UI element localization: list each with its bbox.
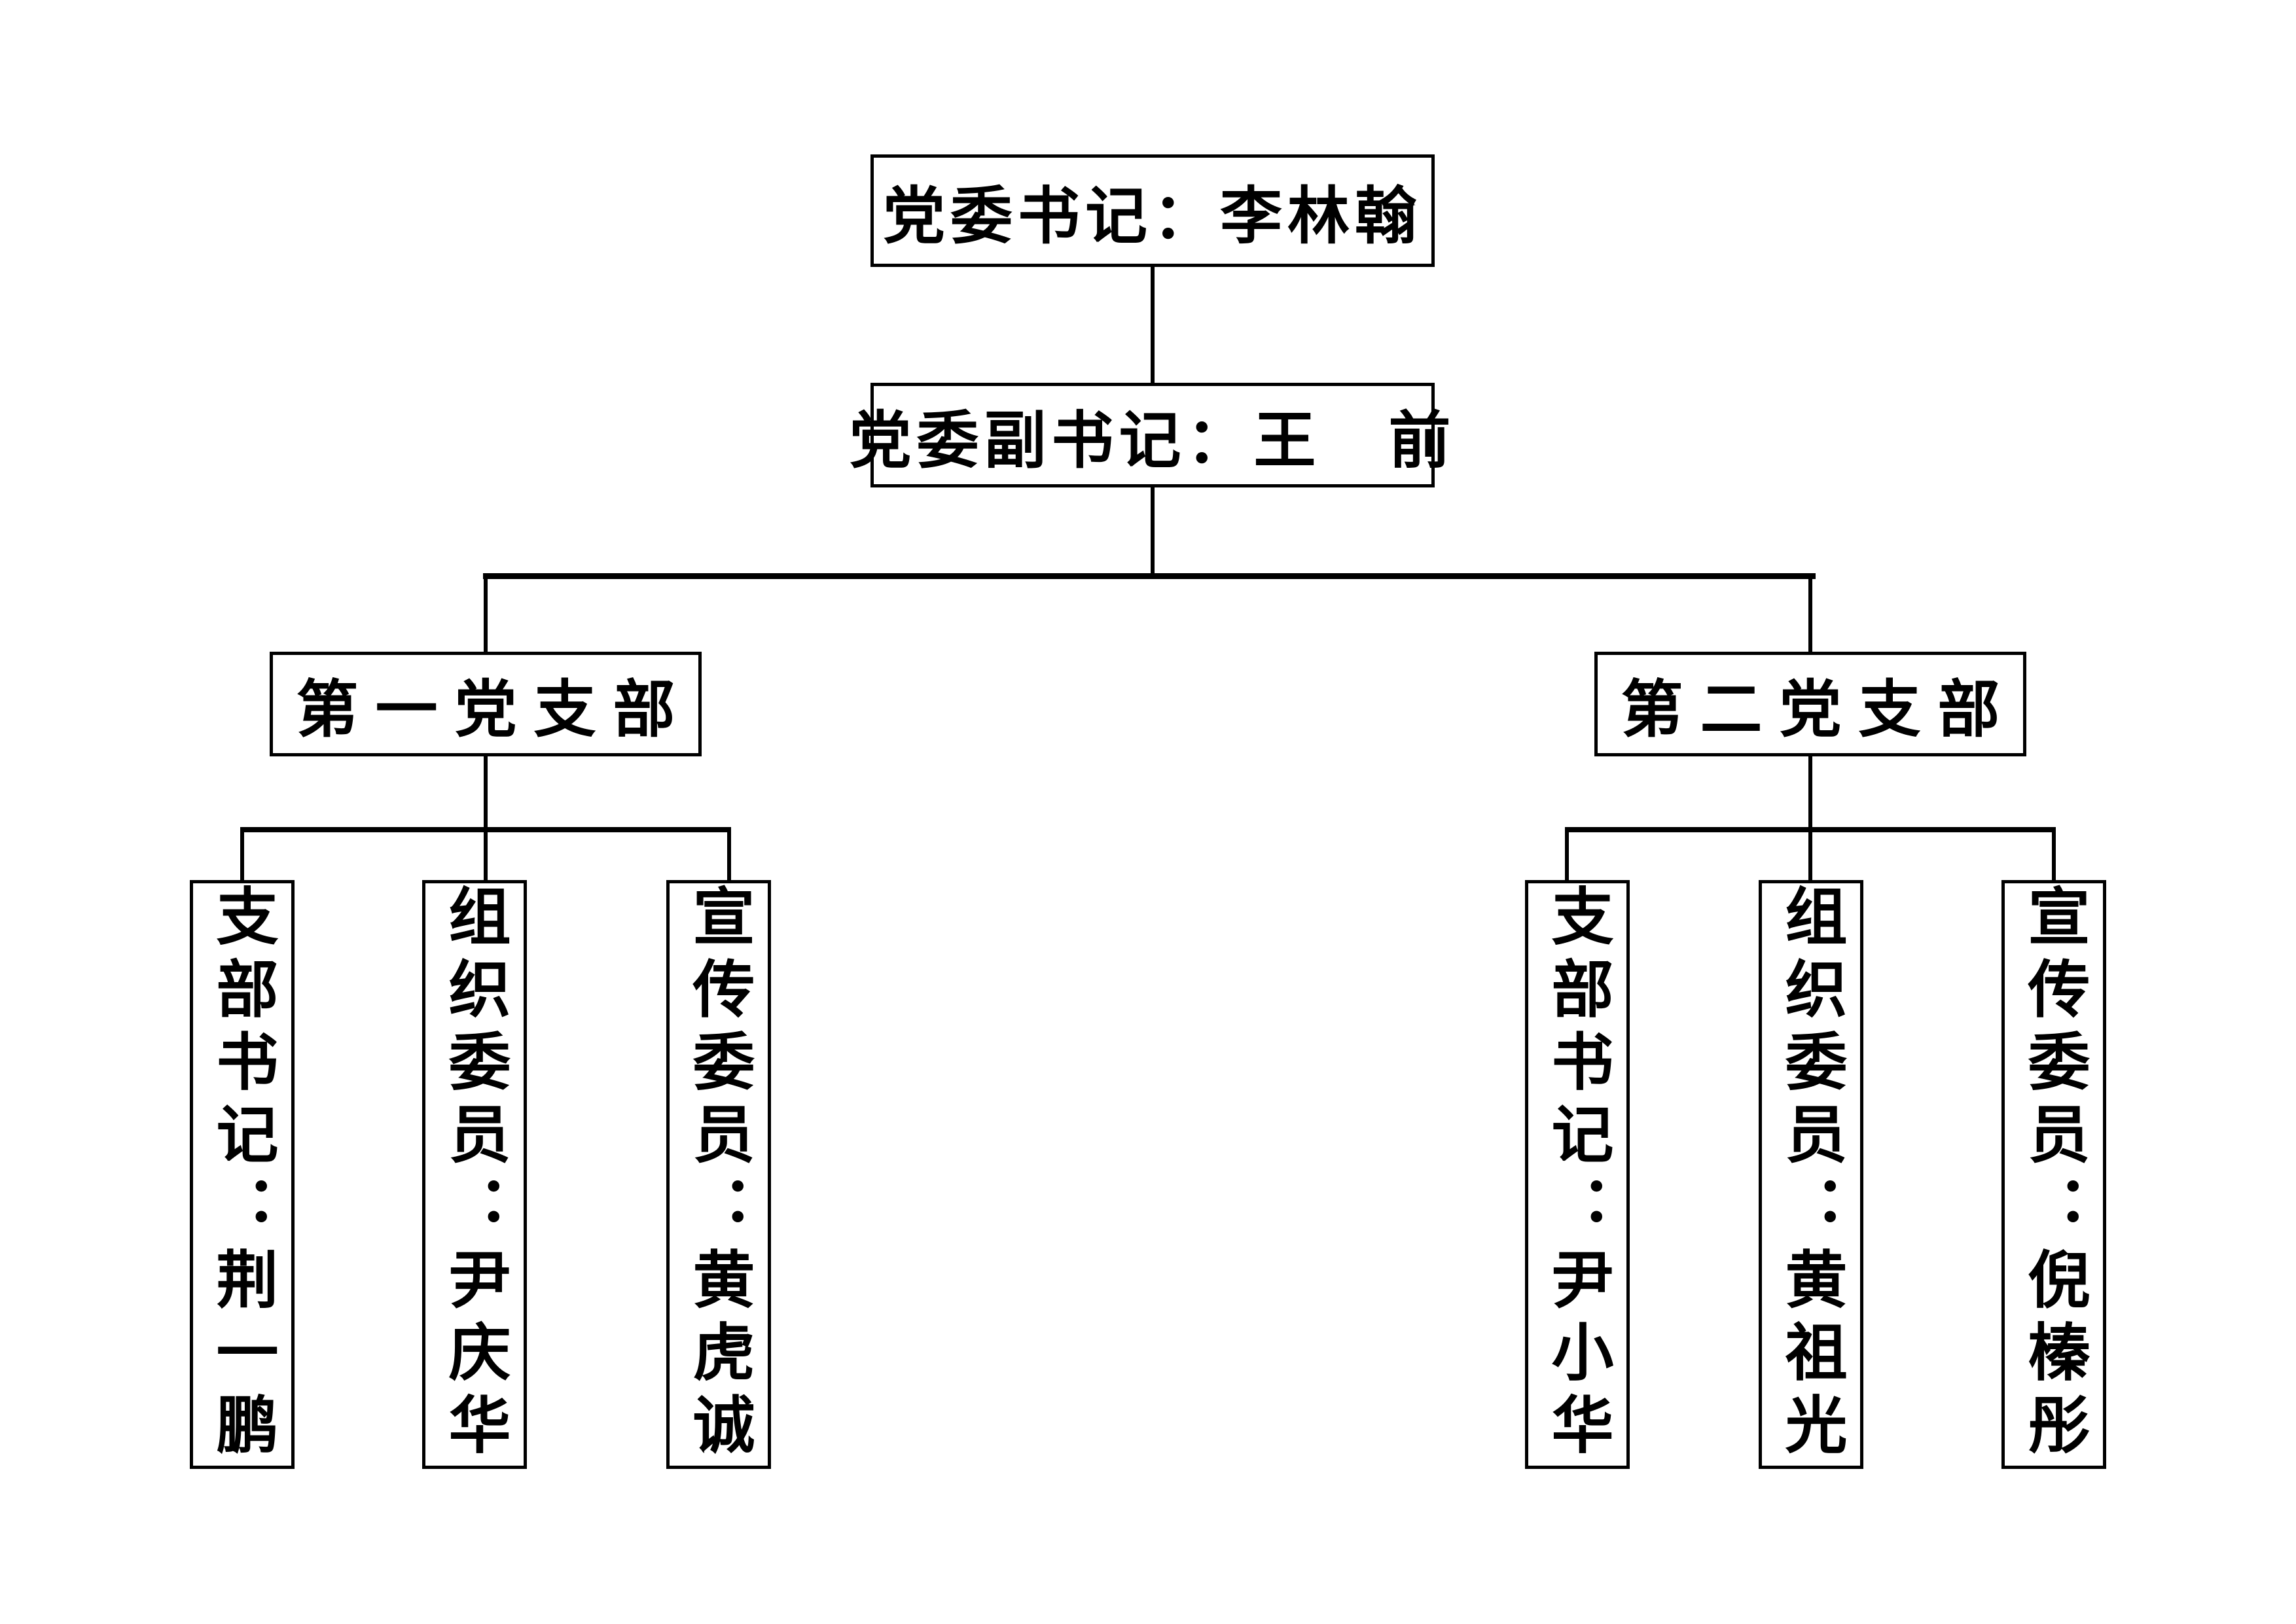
node-branch2-organization-label: 组织委员：黄祖光 xyxy=(1776,884,1846,1465)
node-branch1-secretary: 支部书记：荆一鹏 xyxy=(190,880,295,1469)
connector-drop-2a xyxy=(1565,827,1569,882)
node-branch2-publicity-label: 宣传委员：倪榛彤 xyxy=(2018,884,2089,1465)
node-party-secretary-label: 党委书记：李林翰 xyxy=(882,181,1422,251)
node-branch-1: 第一党支部 xyxy=(270,652,702,756)
connector-main-spine xyxy=(483,573,1816,579)
connector-drop-1c xyxy=(727,827,731,882)
node-party-secretary: 党委书记：李林翰 xyxy=(870,154,1435,267)
node-branch2-secretary-label: 支部书记：尹小华 xyxy=(1542,884,1612,1465)
node-branch-2-label: 第二党支部 xyxy=(1621,675,2017,745)
node-deputy-secretary: 党委副书记：王 前 xyxy=(850,383,1451,487)
connector-spine-to-branch-1 xyxy=(484,573,488,652)
connector-drop-2b xyxy=(1808,827,1812,882)
node-branch1-publicity: 宣传委员：黄虎诚 xyxy=(666,880,771,1469)
node-branch1-organization: 组织委员：尹庆华 xyxy=(422,880,527,1469)
connector-spine-to-branch-2 xyxy=(1808,573,1812,652)
connector-drop-1b xyxy=(484,827,488,882)
connector-drop-2c xyxy=(2052,827,2056,882)
node-branch2-secretary: 支部书记：尹小华 xyxy=(1525,880,1630,1469)
connector-root-to-deputy xyxy=(1151,267,1155,383)
connector-deputy-to-spine xyxy=(1151,487,1155,576)
node-branch1-publicity-label: 宣传委员：黄虎诚 xyxy=(683,884,753,1465)
node-branch1-organization-label: 组织委员：尹庆华 xyxy=(439,884,509,1465)
connector-branch-2-to-subspine xyxy=(1808,756,1812,832)
node-branch2-organization: 组织委员：黄祖光 xyxy=(1759,880,1863,1469)
connector-drop-1a xyxy=(240,827,244,882)
node-branch-2: 第二党支部 xyxy=(1594,652,2026,756)
connector-branch-1-to-subspine xyxy=(484,756,488,832)
node-branch-1-label: 第一党支部 xyxy=(296,675,692,745)
node-branch2-publicity: 宣传委员：倪榛彤 xyxy=(2001,880,2106,1469)
node-branch1-secretary-label: 支部书记：荆一鹏 xyxy=(207,884,277,1465)
node-deputy-secretary-label: 党委副书记：王 前 xyxy=(849,406,1456,476)
